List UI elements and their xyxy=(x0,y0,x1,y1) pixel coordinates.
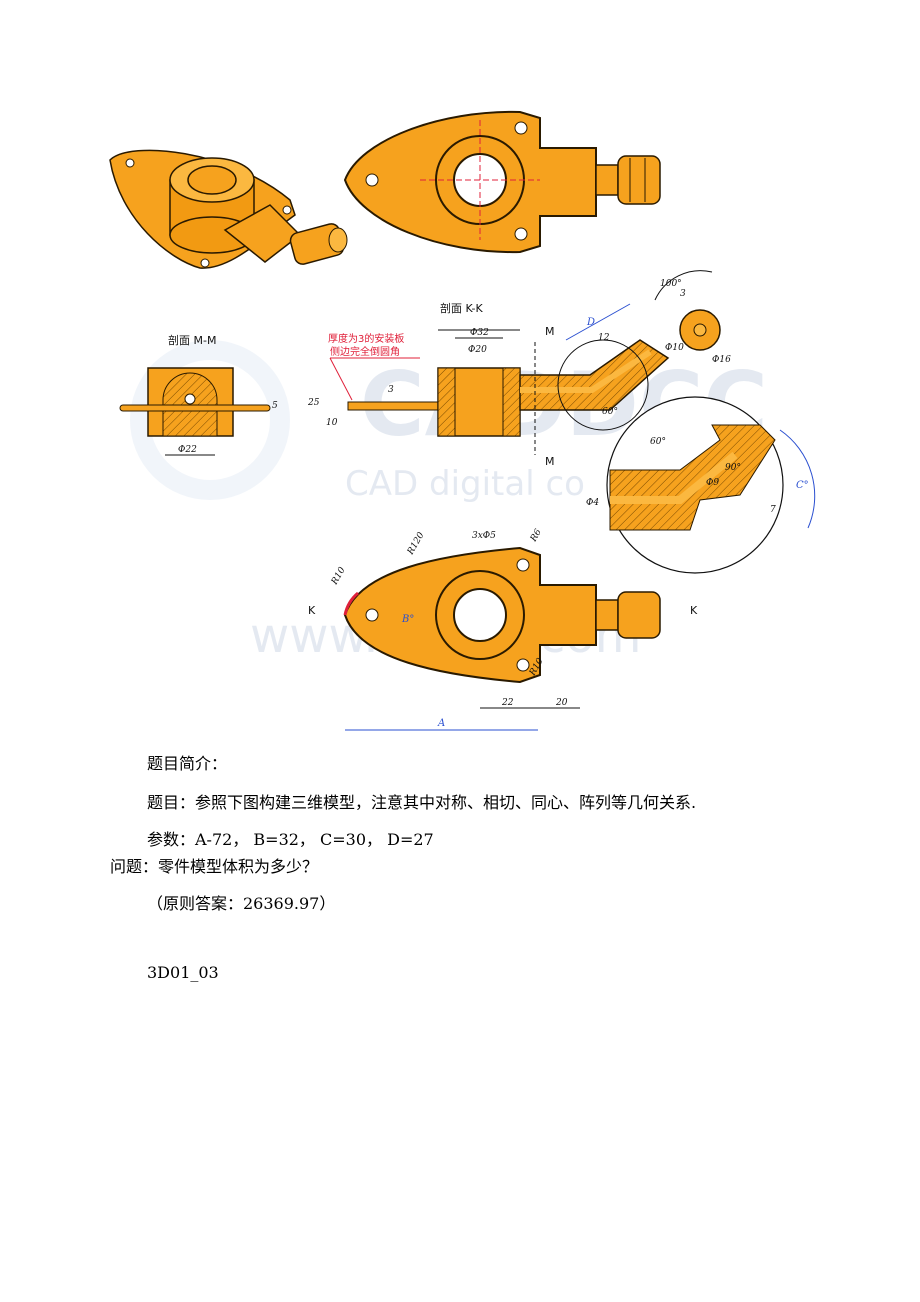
params-text: 参数：A-72， B=32， C=30， D=27 xyxy=(147,830,434,849)
dim-phi9: Φ9 xyxy=(706,478,719,488)
dim-12: 12 xyxy=(598,333,610,343)
cut-label-k-right: K xyxy=(690,604,698,617)
cut-label-m-bottom: M xyxy=(545,455,555,468)
dim-60: 60° xyxy=(602,407,618,417)
dim-5: 5 xyxy=(272,401,278,411)
engineering-drawing: CADDCC CAD digital co www.bdocx.com 剖面 M… xyxy=(109,110,816,731)
dim-90: 90° xyxy=(725,463,741,473)
section-mm: 剖面 M-M Φ22 5 xyxy=(119,333,278,456)
dim-25: 25 xyxy=(307,398,320,408)
cut-label-k-left: K xyxy=(308,604,316,617)
dim-20: 20 xyxy=(555,698,568,708)
plate-note-1: 厚度为3的安装板 xyxy=(328,332,404,345)
nut-end-view: 100° 3 Φ16 xyxy=(654,270,731,365)
dim-phi22: Φ22 xyxy=(178,445,197,455)
dim-phi20: Φ20 xyxy=(468,345,487,355)
cut-label-m-top: M xyxy=(545,325,555,338)
dim-R6: R6 xyxy=(528,527,544,544)
plate-note-2: 侧边完全倒圆角 xyxy=(330,345,400,358)
dim-phi16: Φ16 xyxy=(712,355,731,365)
dim-holes: 3xΦ5 xyxy=(472,531,496,541)
dim-A: A xyxy=(437,718,445,729)
dim-phi4: Φ4 xyxy=(586,498,599,508)
task-text: 题目：参照下图构建三维模型，注意其中对称、相切、同心、阵列等几何关系. xyxy=(147,793,697,812)
dim-B: B° xyxy=(401,614,414,625)
top-view xyxy=(343,110,661,254)
isometric-view xyxy=(109,149,348,269)
dim-phi10: Φ10 xyxy=(665,343,684,353)
dim-10: 10 xyxy=(326,418,338,428)
dim-3b: 3 xyxy=(680,289,686,299)
dim-phi32: Φ32 xyxy=(470,328,489,338)
dim-D: D xyxy=(586,317,595,328)
doc-code: 3D01_03 xyxy=(147,963,219,982)
intro-heading: 题目简介： xyxy=(147,754,228,773)
dimensioned-top-view: A B° 22 20 R10 R120 3xΦ5 R6 R10 K K xyxy=(308,527,698,731)
dim-3: 3 xyxy=(388,385,394,395)
dim-R10a: R10 xyxy=(329,565,347,587)
detail-view: 60° 90° Φ9 Φ4 7 C° xyxy=(586,396,816,574)
dim-C: C° xyxy=(796,480,809,491)
question-text: 问题：零件模型体积为多少？ xyxy=(110,857,319,876)
dim-22: 22 xyxy=(501,698,514,708)
section-kk: 剖面 K-K 厚度为3的安装板 侧边完全倒圆角 Φ32 Φ20 25 10 3 … xyxy=(307,301,684,468)
watermark-sub: CAD digital co xyxy=(345,464,585,504)
dim-100: 100° xyxy=(660,279,682,289)
section-mm-label: 剖面 M-M xyxy=(168,333,216,347)
dim-7: 7 xyxy=(770,505,776,515)
dim-R120: R120 xyxy=(405,531,426,558)
dim-60b: 60° xyxy=(650,437,666,447)
section-kk-label: 剖面 K-K xyxy=(440,301,484,315)
answer-text: （原则答案：26369.97） xyxy=(147,894,336,913)
